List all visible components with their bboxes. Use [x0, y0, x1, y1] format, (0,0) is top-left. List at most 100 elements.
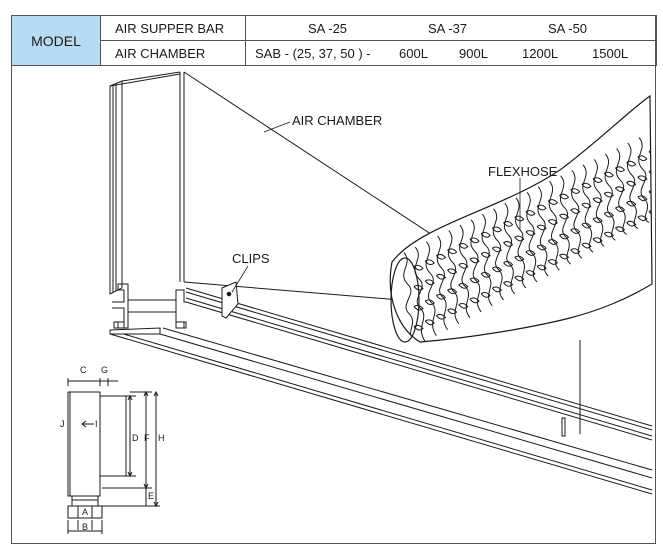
hose-fold: [637, 155, 648, 162]
hose-fold: [525, 210, 536, 216]
hose-fold: [626, 220, 637, 227]
hose-fold: [491, 286, 503, 293]
hose-fold: [615, 186, 626, 193]
hose-fold: [525, 230, 536, 236]
volume-value: 900L: [459, 46, 488, 61]
hose-fold: [435, 253, 447, 260]
hose-fold: [469, 257, 480, 264]
air-chamber-label: AIR CHAMBER: [100, 40, 246, 66]
model-value: SA -37: [428, 21, 468, 36]
flexhose-callout: FLEXHOSE: [488, 164, 558, 179]
hose-rib: [470, 219, 482, 313]
hose-rib: [582, 164, 594, 253]
hose-fold: [570, 188, 581, 194]
volume-value: 1500L: [592, 46, 629, 61]
dim-label-a: A: [82, 507, 88, 517]
callouts: [231, 121, 521, 293]
hose-fold: [503, 221, 514, 227]
hose-fold: [469, 297, 480, 304]
model-header: MODEL: [11, 15, 101, 66]
clips-leader: [231, 265, 249, 293]
hose-rib: [593, 159, 605, 247]
hose-fold: [615, 226, 626, 233]
hose-fold: [458, 242, 469, 249]
hose-fold: [458, 302, 469, 309]
volume-value: 1200L: [522, 46, 559, 61]
hose-fold: [413, 264, 424, 271]
hose-fold: [603, 191, 614, 198]
hose-fold: [435, 293, 447, 300]
hose-fold: [603, 171, 614, 178]
spec-table: MODEL AIR SUPPER BAR SA -25 SA -37 SA -5…: [11, 15, 657, 66]
hose-rib: [481, 213, 493, 307]
hose-fold: [458, 282, 469, 289]
hose-fold: [559, 253, 570, 260]
model-values: SA -25 SA -37 SA -50: [245, 15, 657, 41]
hose-rib: [627, 142, 639, 229]
hose-rib: [515, 197, 527, 289]
hose-rib: [403, 252, 415, 342]
hose-fold: [491, 266, 503, 273]
hose-fold: [570, 208, 581, 214]
hose-fold: [480, 272, 491, 278]
hose-fold: [525, 270, 536, 276]
hose-fold: [413, 284, 424, 291]
hose-rib: [492, 208, 504, 301]
hose-fold: [603, 231, 614, 238]
dim-label-e: E: [148, 491, 154, 501]
clips-callout: CLIPS: [232, 251, 270, 266]
hose-fold: [469, 237, 480, 244]
hose-rib: [559, 175, 572, 265]
hose-fold: [547, 219, 558, 225]
hose-fold: [536, 224, 547, 231]
dim-label-b: B: [82, 522, 88, 532]
spec-row-air-chamber: AIR CHAMBER SAB - (25, 37, 50 ) - 600L 9…: [12, 40, 657, 66]
dim-label-i: I: [95, 419, 98, 429]
volume-value: 600L: [399, 46, 428, 61]
hose-fold: [581, 182, 592, 189]
dim-label-f: F: [144, 433, 150, 443]
hose-fold: [559, 193, 570, 200]
dim-label-g: G: [101, 365, 108, 375]
hose-rib: [548, 180, 560, 271]
hose-rib: [615, 148, 627, 235]
dim-label-c: C: [80, 365, 87, 375]
supper-bar-rails: [109, 283, 653, 495]
hose-rib: [638, 137, 650, 223]
hose-rib: [436, 235, 448, 330]
hose-fold: [503, 281, 514, 287]
air-chamber-callout: AIR CHAMBER: [292, 113, 382, 128]
hose-fold: [491, 246, 503, 253]
hose-fold: [637, 215, 648, 222]
hose-rib: [459, 224, 471, 319]
hose-fold: [592, 197, 603, 203]
hose-rib: [425, 241, 437, 336]
dim-label-j: J: [60, 419, 65, 429]
hose-fold: [615, 166, 626, 173]
hose-fold: [458, 262, 469, 269]
hose-fold: [547, 259, 558, 265]
air-chamber-leader: [263, 121, 291, 133]
hose-rib: [447, 230, 460, 324]
hose-fold: [626, 200, 637, 207]
hose-rib: [571, 170, 583, 259]
dim-label-d: D: [132, 433, 139, 443]
model-value: SA -25: [308, 21, 348, 36]
hose-fold: [480, 252, 491, 258]
hose-fold: [559, 213, 570, 220]
dim-label-h: H: [158, 433, 165, 443]
hose-fold: [570, 228, 581, 234]
hose-fold: [626, 180, 637, 187]
hose-fold: [514, 215, 525, 222]
hose-fold: [424, 259, 435, 266]
hose-fold: [559, 233, 570, 240]
hose-fold: [447, 308, 458, 315]
air-chamber: [109, 71, 441, 301]
hose-fold: [424, 279, 435, 286]
hose-fold: [592, 237, 603, 243]
hose-fold: [480, 232, 491, 238]
hose-rib: [414, 246, 426, 342]
hose-fold: [525, 250, 536, 256]
hose-rib: [526, 191, 538, 283]
